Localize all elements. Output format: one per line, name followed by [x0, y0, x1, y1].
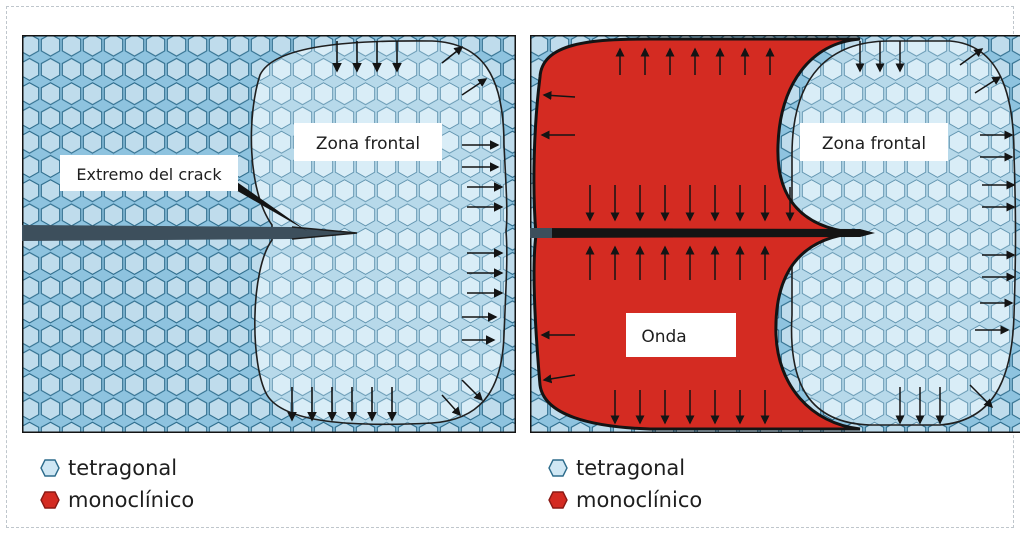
right-panel-diagram: Zona frontal Onda — [530, 35, 1020, 433]
legend-label-monoclinic: monoclínico — [68, 488, 194, 512]
legend-left: tetragonal monoclínico — [40, 452, 194, 516]
red-hexagon-icon — [548, 491, 568, 509]
legend-item-monoclinic: monoclínico — [40, 484, 194, 516]
legend-item-tetragonal: tetragonal — [548, 452, 702, 484]
light-blue-hexagon-icon — [548, 459, 568, 477]
legend-item-monoclinic: monoclínico — [548, 484, 702, 516]
legend-label-monoclinic: monoclínico — [576, 488, 702, 512]
left-panel: Zona frontal Extremo del crack — [22, 35, 516, 433]
left-panel-diagram: Zona frontal Extremo del crack — [22, 35, 516, 433]
legend-label-tetragonal: tetragonal — [576, 456, 685, 480]
legend-right: tetragonal monoclínico — [548, 452, 702, 516]
frontal-zone-label: Zona frontal — [316, 134, 420, 154]
legend-label-tetragonal: tetragonal — [68, 456, 177, 480]
red-hexagon-icon — [40, 491, 60, 509]
wave-label: Onda — [641, 327, 686, 347]
legend-item-tetragonal: tetragonal — [40, 452, 194, 484]
crack — [530, 228, 875, 238]
crack-tip-label: Extremo del crack — [76, 165, 222, 184]
frontal-zone-label: Zona frontal — [822, 134, 926, 154]
right-panel: Zona frontal Onda — [530, 35, 1020, 433]
light-blue-hexagon-icon — [40, 459, 60, 477]
